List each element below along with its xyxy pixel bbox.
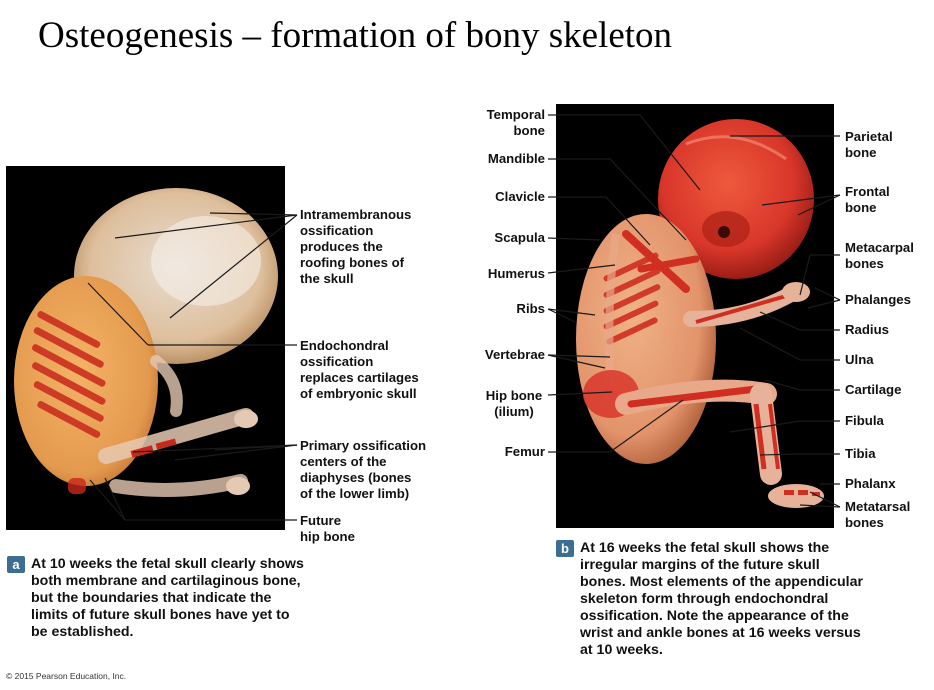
label-primary-ossification-centers: Primary ossification centers of the diap…	[300, 438, 427, 501]
caption-panel-b: At 16 weeks the fetal skull shows the ir…	[580, 540, 864, 658]
label-clavicle: Clavicle	[495, 189, 545, 204]
label-fibula: Fibula	[845, 413, 884, 428]
label-radius: Radius	[845, 322, 889, 337]
label-parietal-bone: Parietal bone	[845, 129, 893, 160]
label-scapula: Scapula	[494, 230, 545, 245]
label-humerus: Humerus	[487, 266, 545, 281]
label-femur: Femur	[504, 444, 545, 459]
label-metacarpal-bones: Metacarpal bones	[845, 240, 914, 271]
label-tibia: Tibia	[845, 446, 876, 461]
label-temporal-bone: Temporal bone	[486, 107, 545, 138]
label-phalanx: Phalanx	[845, 476, 896, 491]
panel-b-badge: b	[556, 540, 574, 557]
label-cartilage: Cartilage	[845, 382, 902, 397]
label-vertebrae: Vertebrae	[484, 347, 545, 362]
fetus-10-weeks-photo	[6, 166, 285, 530]
caption-panel-a: At 10 weeks the fetal skull clearly show…	[31, 556, 304, 640]
label-frontal-bone: Frontal bone	[845, 184, 890, 215]
label-phalanges: Phalanges	[845, 292, 911, 307]
label-intramembranous-ossification: Intramembranous ossification produces th…	[300, 207, 412, 286]
label-ulna: Ulna	[845, 352, 874, 367]
fetus-10-weeks-illustration	[14, 188, 278, 497]
fetus-16-weeks-illustration	[576, 119, 824, 508]
panel-a-badge: a	[7, 556, 25, 573]
label-endochondral-ossification: Endochondral ossification replaces carti…	[300, 338, 419, 401]
label-mandible: Mandible	[487, 151, 545, 166]
copyright-notice: © 2015 Pearson Education, Inc.	[6, 671, 127, 681]
page-title: Osteogenesis – formation of bony skeleto…	[38, 15, 673, 56]
label-ribs: Ribs	[516, 301, 545, 316]
label-metatarsal-bones: Metatarsal bones	[845, 499, 911, 530]
label-hip-bone-ilium: Hip bone (ilium)	[485, 388, 543, 419]
label-future-hip-bone: Future hip bone	[300, 513, 355, 544]
fetus-16-weeks-photo	[556, 104, 834, 528]
